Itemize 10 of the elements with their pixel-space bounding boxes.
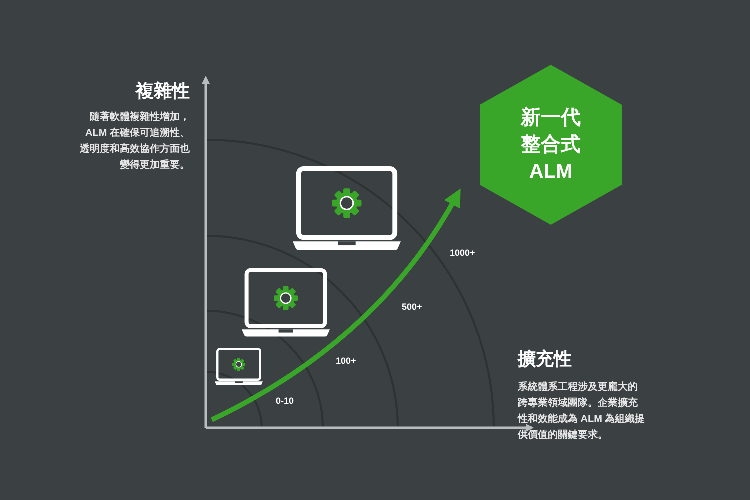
axis-title: 複雜性 — [136, 80, 190, 103]
description-text: 系統體系工程涉及更龐大的跨專業領域團隊。企業擴充性和效能成為 ALM 為組織提供價值的關鍵要求。 — [518, 380, 646, 443]
scale-label: 100+ — [336, 355, 356, 368]
scale-label: 1000+ — [450, 247, 476, 260]
scale-label: 500+ — [402, 301, 422, 314]
description-text: 隨著軟體複雜性增加，ALM 在確保可追溯性、透明度和高效協作方面也變得更加重要。 — [79, 110, 190, 173]
axis-title: 擴充性 — [518, 348, 572, 371]
node-label: 新一代整合式 ALM — [520, 106, 582, 184]
scale-label: 0-10 — [276, 395, 294, 408]
hexagon-node — [480, 65, 622, 225]
